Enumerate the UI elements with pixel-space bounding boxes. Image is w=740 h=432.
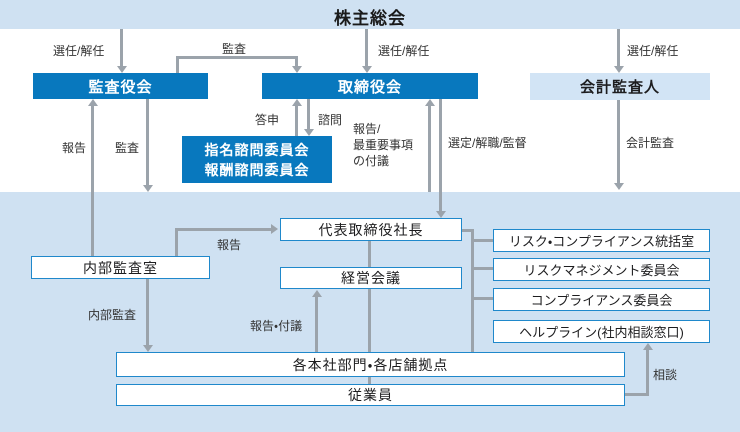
line-segment	[617, 100, 620, 183]
arrowhead-down	[436, 211, 446, 218]
node-departments-stores: 各本社部門・各店舗拠点	[116, 352, 625, 377]
shareholders-meeting-title: 株主総会	[334, 9, 406, 28]
node-risk-management-committee: リスクマネジメント委員会	[493, 258, 710, 281]
arrowhead-up	[643, 343, 653, 350]
arrowhead-down	[614, 183, 624, 190]
label-report-fugi: 報告・付議	[250, 319, 303, 333]
label-toshin: 答申	[255, 113, 280, 127]
arrowhead-up	[425, 99, 435, 106]
label-audit-top: 監査	[222, 42, 247, 56]
label-audit-down: 監査	[115, 141, 140, 155]
line-segment	[120, 29, 123, 66]
node-employees: 従業員	[116, 384, 625, 406]
label-appointment-dismissal-supervision: 選定/解職/監督	[448, 136, 527, 150]
node-internal-audit-office: 内部監査室	[31, 256, 210, 279]
arrowhead-down	[362, 66, 372, 73]
arrowhead-down	[117, 66, 127, 73]
line-segment	[471, 229, 474, 352]
line-segment	[365, 29, 368, 66]
label-consultation: 相談	[653, 368, 678, 382]
line-segment	[91, 106, 94, 256]
label-election-dismissal-left: 選任/解任	[53, 44, 105, 58]
line-segment	[474, 239, 493, 242]
node-helpline: ヘルプライン(社内相談窓口)	[493, 320, 710, 343]
line-segment	[428, 106, 431, 192]
label-election-dismissal-right: 選任/解任	[627, 44, 679, 58]
line-segment	[146, 279, 149, 345]
line-segment	[176, 56, 179, 73]
top-band	[0, 0, 740, 29]
line-segment	[176, 56, 298, 59]
line-segment	[625, 393, 649, 396]
line-segment	[307, 99, 310, 129]
line-segment	[295, 106, 298, 136]
line-segment	[295, 56, 298, 66]
arrowhead-down	[614, 66, 624, 73]
line-segment	[474, 267, 493, 270]
line-segment	[146, 99, 149, 185]
line-segment	[474, 297, 493, 300]
label-shimon: 諮問	[318, 113, 343, 127]
line-segment	[315, 297, 318, 352]
arrowhead-up	[292, 99, 302, 106]
node-management-meeting: 経営会議	[280, 267, 462, 289]
line-segment	[368, 241, 371, 384]
node-risk-compliance-office: リスク・コンプライアンス統括室	[493, 229, 710, 252]
arrowhead-down	[292, 66, 302, 73]
label-report-to-president: 報告	[217, 238, 242, 252]
node-compliance-committee: コンプライアンス委員会	[493, 288, 710, 311]
line-segment	[175, 228, 178, 256]
label-report-important-items: 報告/ 最重要事項 の付議	[353, 122, 414, 168]
line-segment	[617, 29, 620, 66]
node-advisory-committees: 指名諮問委員会 報酬諮問委員会	[182, 136, 332, 183]
label-election-dismissal-mid: 選任/解任	[378, 44, 430, 58]
node-audit-and-supervisory-board: 監査役会	[33, 73, 208, 99]
line-segment	[439, 99, 442, 211]
label-report-to-audit-board: 報告	[62, 141, 87, 155]
arrowhead-down	[143, 185, 153, 192]
label-accounting-audit: 会計監査	[626, 136, 675, 150]
line-segment	[646, 350, 649, 396]
arrowhead-down	[143, 345, 153, 352]
node-accounting-auditor: 会計監査人	[530, 73, 710, 100]
node-board-of-directors: 取締役会	[262, 73, 478, 99]
arrowhead-up	[88, 99, 98, 106]
arrowhead-right	[271, 224, 278, 234]
line-segment	[462, 229, 474, 232]
arrowhead-down	[304, 129, 314, 136]
label-internal-audit: 内部監査	[88, 308, 137, 322]
line-segment	[175, 228, 271, 231]
node-president: 代表取締役社長	[280, 218, 462, 241]
arrowhead-up	[312, 290, 322, 297]
